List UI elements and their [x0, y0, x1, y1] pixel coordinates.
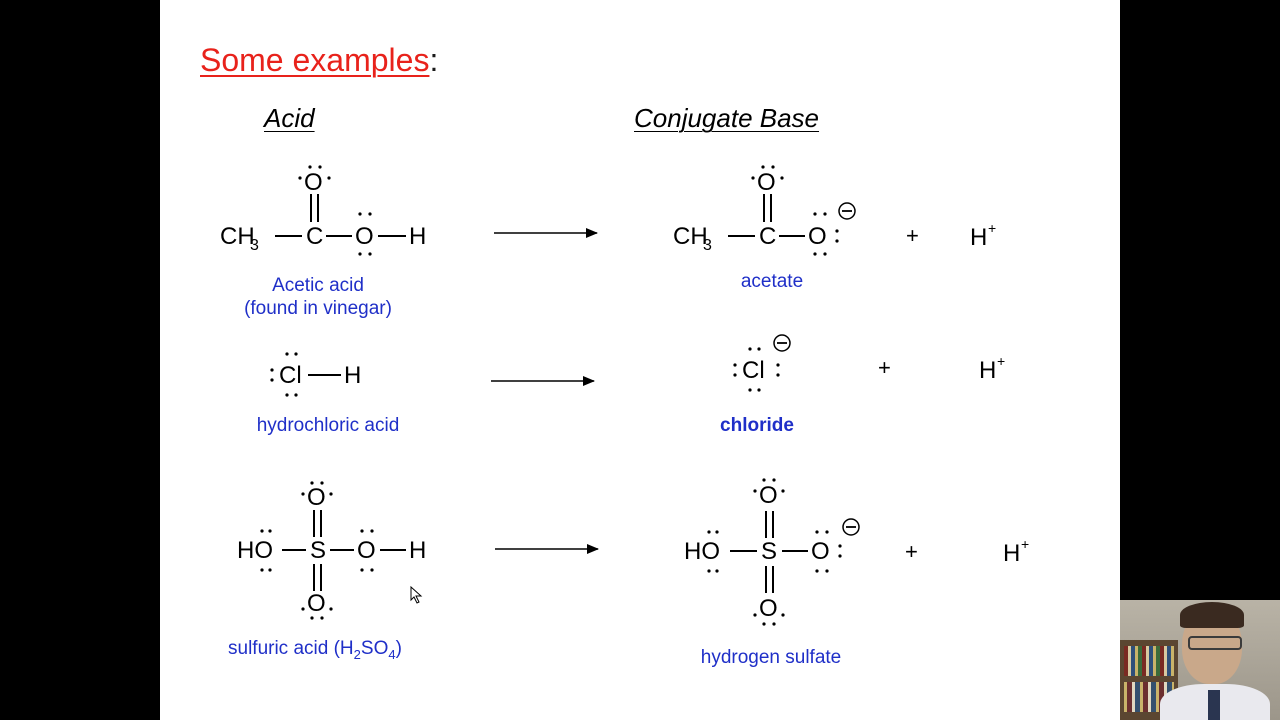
acetic-acid-structure: CH 3 C O O H: [220, 165, 426, 256]
atom-oxygen: O: [355, 223, 374, 250]
atom-oxygen: O: [304, 169, 323, 196]
lone-pairs: [733, 347, 780, 392]
atom-hydroxyl: HO: [684, 538, 720, 565]
proton-charge: +: [988, 220, 996, 236]
label-found-in-vinegar: (found in vinegar): [244, 298, 392, 319]
lone-pairs: [260, 481, 374, 620]
proton: H: [970, 224, 987, 251]
atom-ch3: CH: [673, 223, 708, 250]
label-chloride: chloride: [720, 415, 794, 436]
chloride-structure: Cl: [733, 334, 791, 392]
acetate-structure: CH 3 C O O: [673, 165, 856, 256]
negative-charge-icon: [838, 202, 856, 220]
hydrochloric-acid-structure: Cl H: [270, 352, 361, 397]
atom-oxygen: O: [811, 538, 830, 565]
proton: H: [1003, 540, 1020, 567]
atom-ch3-subscript: 3: [250, 237, 259, 254]
atom-hydroxyl: HO: [237, 537, 273, 564]
slide-title: Some examples:: [200, 42, 439, 78]
heading-acid: Acid: [264, 103, 315, 133]
atom-oxygen: O: [759, 595, 778, 622]
lone-pairs: [270, 352, 298, 397]
atom-oxygen: O: [757, 169, 776, 196]
label-sulfuric-acid: sulfuric acid (H2SO4): [228, 638, 402, 662]
atom-oxygen: O: [307, 590, 326, 617]
atom-sulfur: S: [310, 537, 326, 564]
mouse-cursor-icon: [410, 585, 423, 604]
proton-charge: +: [1021, 536, 1029, 552]
heading-conjugate-base: Conjugate Base: [634, 103, 820, 133]
hydrogen-sulfate-structure: HO S O O O: [684, 478, 860, 626]
atom-ch3: CH: [220, 223, 255, 250]
atom-oxygen: O: [759, 482, 778, 509]
plus-sign: +: [906, 223, 919, 248]
lone-pairs: [298, 165, 372, 256]
sulfuric-acid-structure: HO S O O O H: [237, 481, 426, 620]
atom-sulfur: S: [761, 538, 777, 565]
proton-charge: +: [997, 353, 1005, 369]
plus-sign: +: [878, 355, 891, 380]
negative-charge-icon: [773, 334, 791, 352]
atom-carbon: C: [759, 223, 776, 250]
atom-carbon: C: [306, 223, 323, 250]
atom-oxygen: O: [357, 537, 376, 564]
label-acetic-acid: Acetic acid: [272, 275, 364, 296]
atom-oxygen: O: [808, 223, 827, 250]
atom-chlorine: Cl: [279, 362, 302, 389]
label-hydrochloric-acid: hydrochloric acid: [257, 415, 400, 436]
atom-chlorine: Cl: [742, 357, 765, 384]
label-hydrogen-sulfate: hydrogen sulfate: [701, 647, 842, 668]
presenter-video-icon: [1120, 600, 1280, 720]
atom-hydrogen: H: [344, 362, 361, 389]
atom-hydrogen: H: [409, 223, 426, 250]
lone-pairs: [751, 165, 839, 256]
label-acetate: acetate: [741, 271, 803, 292]
atom-hydrogen: H: [409, 537, 426, 564]
negative-charge-icon: [842, 518, 860, 536]
atom-ch3-subscript: 3: [703, 237, 712, 254]
slide: Some examples: Acid Conjugate Base: [160, 0, 1120, 720]
atom-oxygen: O: [307, 484, 326, 511]
proton: H: [979, 357, 996, 384]
plus-sign: +: [905, 539, 918, 564]
lone-pairs: [707, 478, 842, 626]
